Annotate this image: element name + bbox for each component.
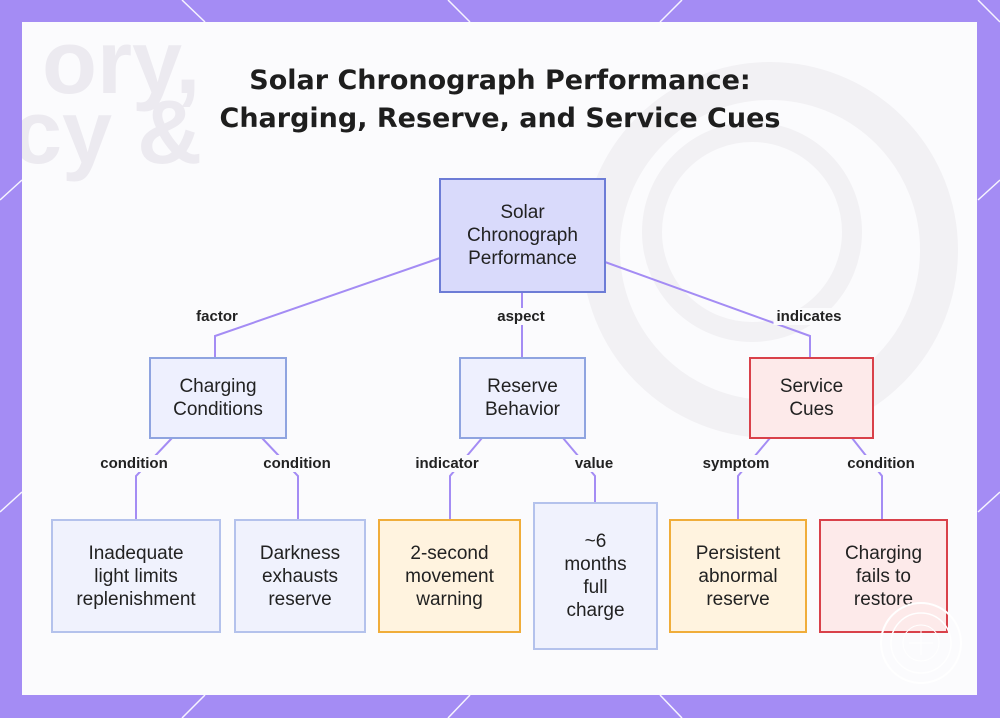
node-text-line: movement	[405, 565, 494, 587]
edge-reserve-warning	[449, 437, 483, 520]
node-persistent-abnormal-reserve[interactable]: Persistent abnormal reserve	[669, 519, 807, 633]
node-text-line: light limits	[94, 565, 178, 587]
node-text-line: abnormal	[698, 565, 778, 587]
edge-label-indicator: indicator	[412, 455, 482, 472]
node-charging-conditions[interactable]: Charging Conditions	[149, 357, 287, 439]
node-text-line: Cues	[789, 399, 834, 420]
node-solar-chronograph-performance[interactable]: Solar Chronograph Performance	[439, 178, 606, 293]
edge-label-symptom: symptom	[699, 455, 773, 472]
node-text-line: Charging	[179, 376, 257, 397]
node-text-line: Persistent	[695, 542, 781, 564]
edge-label-value: value	[571, 455, 617, 472]
title-line-2: Charging, Reserve, and Service Cues	[219, 103, 781, 134]
node-text-line: Chronograph	[467, 225, 578, 246]
seal-icon	[890, 612, 952, 674]
node-text-line: Charging	[844, 542, 923, 564]
node-text-line: Service	[779, 376, 844, 397]
edge-charging-darkness	[261, 437, 299, 520]
node-text-line: exhausts	[261, 565, 339, 587]
node-text-line: Performance	[468, 248, 577, 269]
node-darkness-exhausts-reserve[interactable]: Darkness exhausts reserve	[234, 519, 366, 633]
node-text-line: Darkness	[259, 542, 341, 564]
node-six-months-full-charge[interactable]: ~6 months full charge	[533, 502, 658, 650]
node-text-line: Behavior	[485, 399, 560, 420]
edge-root-service	[604, 261, 811, 357]
node-text-line: fails to	[856, 565, 911, 587]
title-line-1: Solar Chronograph Performance:	[249, 65, 751, 96]
node-service-cues[interactable]: Service Cues	[749, 357, 874, 439]
watermark-text: cy &	[22, 83, 203, 183]
node-text-line: restore	[853, 588, 914, 610]
edge-label-factor: factor	[193, 308, 241, 325]
edge-service-persistent	[737, 437, 771, 520]
node-movement-warning[interactable]: 2-second movement warning	[378, 519, 521, 633]
node-text-line: Reserve	[487, 376, 558, 397]
edge-label-condition: condition	[260, 455, 334, 472]
node-text-line: reserve	[706, 588, 770, 610]
node-inadequate-light[interactable]: Inadequate light limits replenishment	[51, 519, 221, 633]
node-text-line: full	[583, 577, 608, 598]
edge-label-indicates: indicates	[773, 308, 845, 325]
edge-label-condition: condition	[97, 455, 171, 472]
edge-charging-inadequate	[135, 437, 173, 520]
node-text-line: replenishment	[76, 588, 196, 610]
watermark-text: ory,	[42, 22, 201, 113]
node-text-line: Conditions	[173, 399, 263, 420]
node-text-line: charge	[566, 600, 625, 621]
node-text-line: ~6	[584, 531, 607, 552]
edge-reserve-months	[562, 437, 596, 503]
node-text-line: months	[564, 554, 627, 575]
node-reserve-behavior[interactable]: Reserve Behavior	[459, 357, 586, 439]
edge-label-aspect: aspect	[494, 308, 548, 325]
edge-label-condition: condition	[844, 455, 918, 472]
node-text-line: reserve	[268, 588, 332, 610]
edge-service-fails	[851, 437, 883, 520]
node-text-line: Inadequate	[88, 542, 184, 564]
seal-emblem	[880, 602, 962, 684]
node-text-line: Solar	[500, 202, 545, 223]
edge-root-charging	[214, 257, 441, 357]
node-text-line: warning	[416, 588, 483, 610]
node-text-line: 2-second	[410, 542, 489, 564]
